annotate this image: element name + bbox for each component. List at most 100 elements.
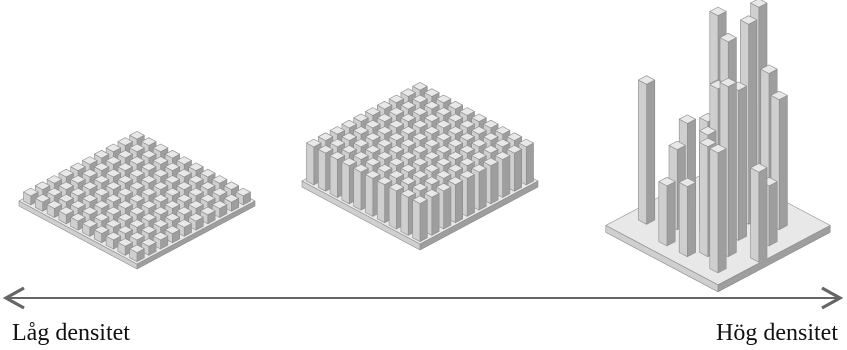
- tower-front: [658, 181, 668, 247]
- pillar-top: [141, 137, 157, 146]
- pillar-top: [365, 132, 381, 141]
- tower-top: [740, 15, 758, 25]
- pillar-top: [117, 200, 133, 209]
- pillar-top: [70, 213, 86, 222]
- pillar-top: [129, 156, 145, 165]
- pillar-top: [388, 119, 405, 129]
- pillar-top: [494, 126, 511, 135]
- pillar-front: [388, 186, 397, 230]
- pillar-top: [424, 164, 440, 173]
- pillar-top: [153, 168, 169, 178]
- pillar-top: [82, 168, 98, 178]
- pillar-top: [376, 138, 393, 148]
- pillar-side: [490, 161, 499, 205]
- tower-front: [638, 79, 647, 225]
- pillar-top: [424, 126, 440, 135]
- pillar-top: [58, 206, 74, 216]
- pillar-top: [329, 126, 346, 135]
- pillar-top: [164, 187, 180, 197]
- pillar-top: [70, 175, 86, 184]
- pillar-top: [400, 113, 416, 122]
- tower-front: [709, 148, 719, 274]
- pillar-top: [176, 219, 192, 228]
- pillar-top: [329, 151, 346, 160]
- tower-top: [709, 6, 727, 16]
- pillar-top: [494, 151, 511, 160]
- pillar-top: [153, 143, 169, 153]
- pillar-top: [117, 213, 133, 222]
- pillar-front: [412, 199, 421, 242]
- pillar-top: [23, 187, 39, 197]
- high-density-panel: [605, 0, 831, 293]
- pillar-top: [365, 119, 381, 129]
- pillar-top: [129, 219, 145, 228]
- pillar-top: [329, 138, 346, 148]
- pillar-top: [117, 175, 133, 184]
- pillar-top: [365, 170, 381, 179]
- pillar-top: [34, 181, 51, 190]
- pillar-top: [129, 181, 145, 190]
- pillar-top: [435, 94, 452, 104]
- tower-side: [758, 167, 768, 263]
- pillar-top: [376, 176, 393, 185]
- pillar-top: [471, 113, 487, 122]
- pillar-top: [212, 200, 228, 209]
- pillar-side: [419, 199, 428, 242]
- pillar-front: [400, 193, 409, 236]
- pillar-top: [141, 150, 157, 159]
- pillar-top: [376, 113, 393, 122]
- pillar-top: [153, 231, 169, 241]
- pillar-top: [412, 157, 428, 167]
- pillar-side: [502, 155, 511, 198]
- pillar-top: [129, 206, 145, 216]
- pillar-top: [82, 156, 98, 165]
- pillar-top: [353, 113, 369, 122]
- pillar-top: [188, 200, 204, 209]
- low-density-label: Låg densitet: [12, 320, 130, 346]
- pillar-top: [459, 145, 475, 154]
- pillar-top: [341, 132, 357, 141]
- pillar-top: [447, 126, 464, 135]
- pillar-top: [459, 132, 475, 141]
- pillar-top: [341, 145, 357, 154]
- pillar-top: [388, 107, 405, 116]
- pillar-top: [141, 213, 157, 222]
- low-density-panel: [18, 131, 256, 270]
- pillar-top: [94, 150, 110, 159]
- pillar-top: [376, 164, 393, 173]
- pillar-top: [129, 194, 145, 203]
- pillar-top: [94, 162, 110, 171]
- pillar-top: [153, 156, 169, 165]
- pillar-top: [447, 113, 464, 122]
- pillar-top: [94, 200, 110, 209]
- pillar-top: [412, 82, 428, 91]
- pillar-top: [164, 150, 180, 159]
- pillar-top: [105, 206, 121, 216]
- pillar-top: [317, 145, 334, 154]
- pillar-top: [117, 137, 133, 146]
- pillar-side: [514, 149, 523, 192]
- pillar-top: [94, 175, 110, 184]
- tower-top: [719, 77, 737, 87]
- pillar-top: [388, 157, 405, 167]
- pillar-top: [435, 157, 452, 167]
- pillar-side: [466, 174, 475, 217]
- pillar-top: [46, 187, 63, 197]
- tower-side: [666, 181, 676, 247]
- pillar-top: [58, 181, 74, 190]
- pillar-top: [376, 126, 393, 135]
- pillar-top: [70, 162, 86, 171]
- pillar-top: [447, 164, 464, 173]
- tower-top: [699, 137, 717, 147]
- pillar-top: [483, 157, 499, 167]
- pillar-top: [46, 175, 63, 184]
- pillar-top: [483, 145, 499, 154]
- pillar-top: [400, 151, 416, 160]
- pillar-top: [388, 182, 405, 192]
- pillar-top: [105, 143, 121, 153]
- pillar-top: [105, 231, 121, 241]
- pillar-top: [94, 213, 110, 222]
- pillar-top: [400, 138, 416, 148]
- pillar-top: [365, 145, 381, 154]
- tower-side: [778, 95, 788, 230]
